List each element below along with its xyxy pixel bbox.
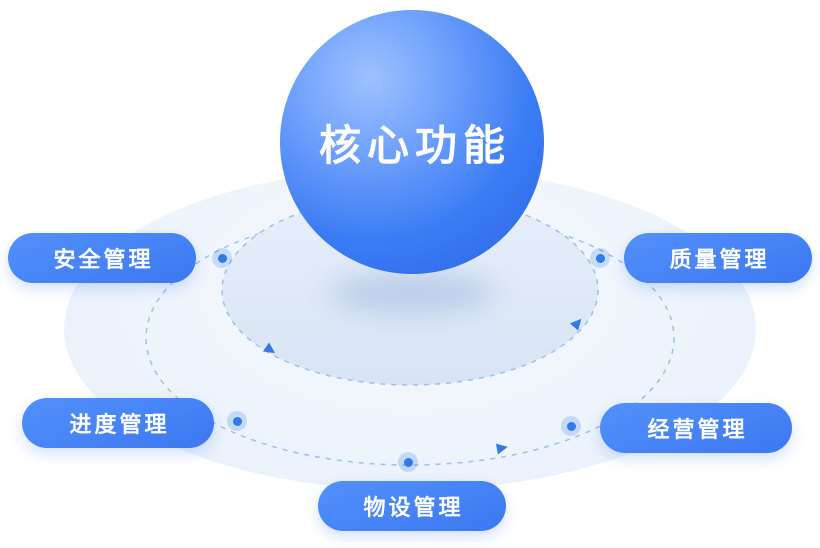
orbit-dot-progress — [227, 411, 247, 431]
orbit-dot-safety — [212, 248, 232, 268]
core-sphere: 核心功能 — [280, 10, 544, 274]
orbit-arrow-icon — [569, 318, 582, 331]
pill-quality-management: 质量管理 — [624, 233, 812, 283]
orbit-dot-operations — [561, 416, 581, 436]
core-sphere-label: 核心功能 — [318, 121, 511, 169]
orbit-arrow-icon — [495, 443, 508, 455]
pill-progress-management: 进度管理 — [22, 398, 214, 448]
orbit-arrow-icon — [262, 342, 276, 354]
orbit-dot-equipment — [398, 452, 418, 472]
pill-equipment-management: 物设管理 — [318, 481, 506, 531]
pill-operations-management: 经营管理 — [600, 403, 792, 453]
orbit-dot-quality — [590, 248, 610, 268]
pill-safety-management: 安全管理 — [8, 233, 196, 283]
sphere-shadow — [330, 272, 494, 314]
